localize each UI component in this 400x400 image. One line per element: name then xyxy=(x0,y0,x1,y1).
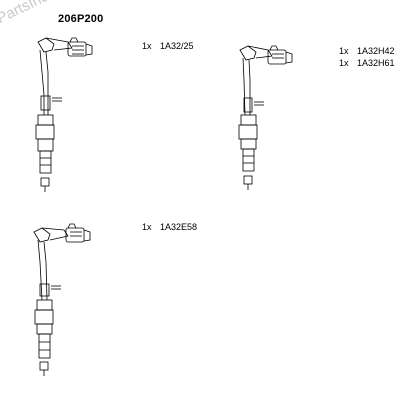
lead-cable xyxy=(37,239,61,301)
plug-connector xyxy=(34,299,54,376)
plug-connector xyxy=(238,114,258,190)
item-code: 1A32H42 xyxy=(357,46,395,56)
ignition-lead-3 xyxy=(33,223,91,376)
item-code: 1A32/25 xyxy=(160,41,194,51)
lead-cable xyxy=(39,49,62,115)
item-code: 1A32E58 xyxy=(160,222,198,232)
item-1a32h42: 1x 1A32H42 xyxy=(339,46,395,56)
plug-boot-angled xyxy=(37,37,93,57)
lead-cable xyxy=(242,57,264,116)
item-1a32-25: 1x 1A32/25 xyxy=(142,41,194,51)
item-1a32e58: 1x 1A32E58 xyxy=(142,222,197,232)
item-qty: 1x xyxy=(142,41,152,51)
part-number-title: 206P200 xyxy=(58,13,104,25)
ignition-lead-2 xyxy=(238,45,293,190)
plug-boot-angled xyxy=(33,223,91,243)
item-qty: 1x xyxy=(142,222,152,232)
item-qty: 1x xyxy=(339,46,349,56)
item-1a32h61: 1x 1A32H61 xyxy=(339,58,395,68)
item-code: 1A32H61 xyxy=(357,58,395,68)
item-qty: 1x xyxy=(339,58,349,68)
plug-boot-angled xyxy=(239,45,293,65)
ignition-lead-1 xyxy=(35,37,93,192)
plug-connector xyxy=(35,114,55,192)
